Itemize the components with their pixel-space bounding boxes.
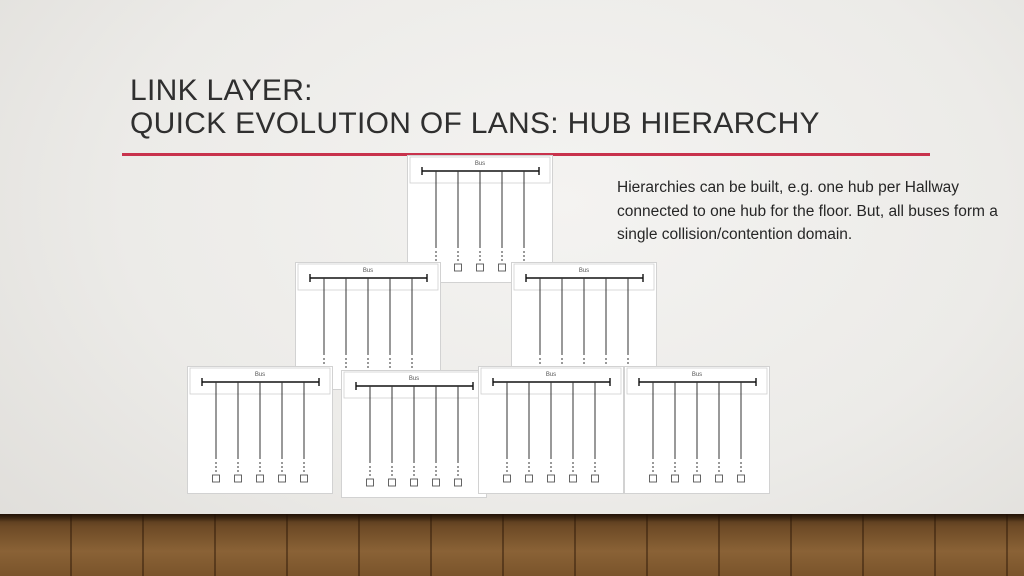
slide-title: LINK LAYER: QUICK EVOLUTION OF LANS: HUB… (130, 74, 950, 140)
bus-panel: Bus (341, 370, 487, 498)
station-node (454, 478, 462, 487)
bus-topology-graphic: Bus (513, 263, 655, 379)
station-node (278, 474, 286, 483)
bus-topology-graphic: Bus (409, 156, 551, 272)
station-node (693, 474, 701, 483)
bus-panel: Bus (295, 262, 441, 390)
station-node (388, 478, 396, 487)
station-node (234, 474, 242, 483)
station-node (498, 263, 506, 272)
bus-panel: Bus (187, 366, 333, 494)
station-node (410, 478, 418, 487)
bus-label: Bus (692, 372, 702, 378)
station-node (525, 474, 533, 483)
station-node (649, 474, 657, 483)
bus-label: Bus (363, 268, 373, 274)
station-node (715, 474, 723, 483)
bus-topology-graphic: Bus (480, 367, 622, 483)
slide-title-line-2: QUICK EVOLUTION OF LANS: HUB HIERARCHY (130, 107, 820, 140)
slide-title-line-1: LINK LAYER: (130, 74, 313, 107)
station-node (671, 474, 679, 483)
station-node (569, 474, 577, 483)
station-node (432, 478, 440, 487)
title-divider (122, 153, 930, 156)
station-node (547, 474, 555, 483)
station-node (503, 474, 511, 483)
bus-panel: Bus (407, 155, 553, 283)
bus-label: Bus (255, 372, 265, 378)
floor-shadow (0, 514, 1024, 522)
slide-body-text: Hierarchies can be built, e.g. one hub p… (617, 179, 998, 243)
station-node (300, 474, 308, 483)
wooden-floor-background (0, 514, 1024, 576)
station-node (591, 474, 599, 483)
bus-panel: Bus (478, 366, 624, 494)
station-node (737, 474, 745, 483)
station-node (212, 474, 220, 483)
station-node (476, 263, 484, 272)
bus-topology-graphic: Bus (189, 367, 331, 483)
bus-label: Bus (546, 372, 556, 378)
bus-label: Bus (409, 376, 419, 382)
station-node (256, 474, 264, 483)
station-node (454, 263, 462, 272)
bus-topology-graphic: Bus (343, 371, 485, 487)
station-node (366, 478, 374, 487)
bus-panel: Bus (624, 366, 770, 494)
bus-topology-graphic: Bus (626, 367, 768, 483)
bus-label: Bus (579, 268, 589, 274)
bus-label: Bus (475, 161, 485, 167)
